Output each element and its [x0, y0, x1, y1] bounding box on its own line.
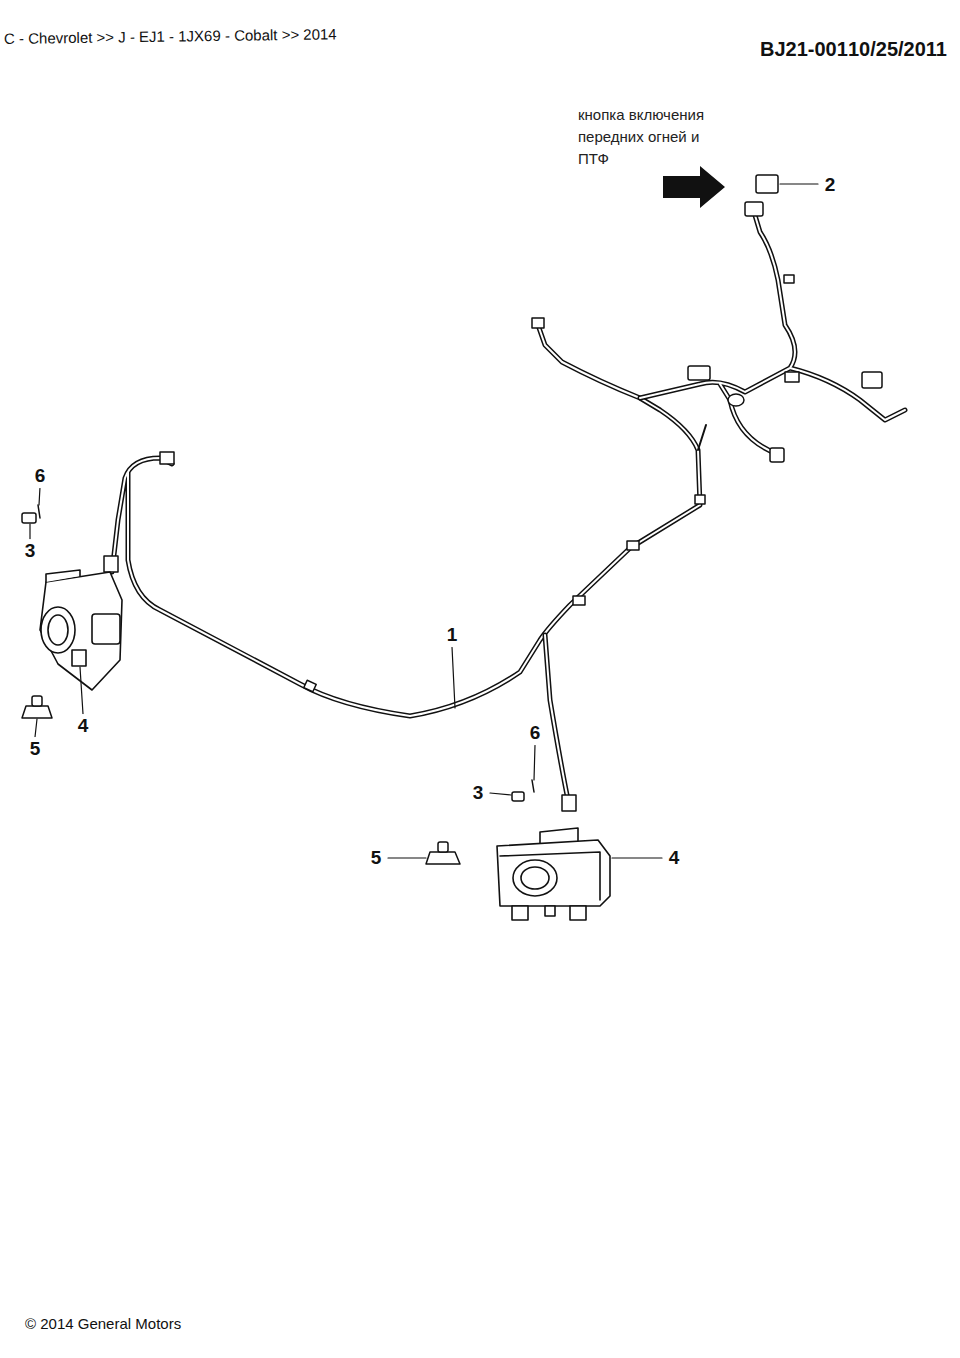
- callout-number: 6: [33, 464, 48, 488]
- pointer-arrow: [663, 166, 725, 208]
- fasteners: [22, 505, 534, 864]
- callout-number: 6: [528, 721, 543, 745]
- page-code: BJ21-001: [760, 38, 848, 61]
- wiring-harness: [112, 212, 905, 800]
- callout-number: 3: [471, 781, 486, 805]
- catalog-breadcrumb: C - Chevrolet >> J - EJ1 - 1JX69 - Cobal…: [4, 25, 337, 47]
- annotation-note: кнопка включения передних огней и ПТФ: [578, 104, 728, 169]
- fog-lamp: [40, 570, 122, 690]
- harness-clips: [104, 275, 799, 811]
- copyright-footer: © 2014 General Motors: [25, 1315, 181, 1332]
- page-date: 10/25/2011: [848, 38, 947, 61]
- connectors: [688, 175, 882, 462]
- callout-number: 1: [445, 623, 460, 647]
- callout-number: 4: [667, 846, 682, 870]
- callout-number: 5: [28, 737, 43, 761]
- leader-lines: [30, 184, 818, 858]
- callout-number: 2: [823, 173, 838, 197]
- callout-number: 4: [76, 714, 91, 738]
- callout-number: 5: [369, 846, 384, 870]
- callout-number: 3: [23, 539, 38, 563]
- fog-lamp: [497, 828, 610, 920]
